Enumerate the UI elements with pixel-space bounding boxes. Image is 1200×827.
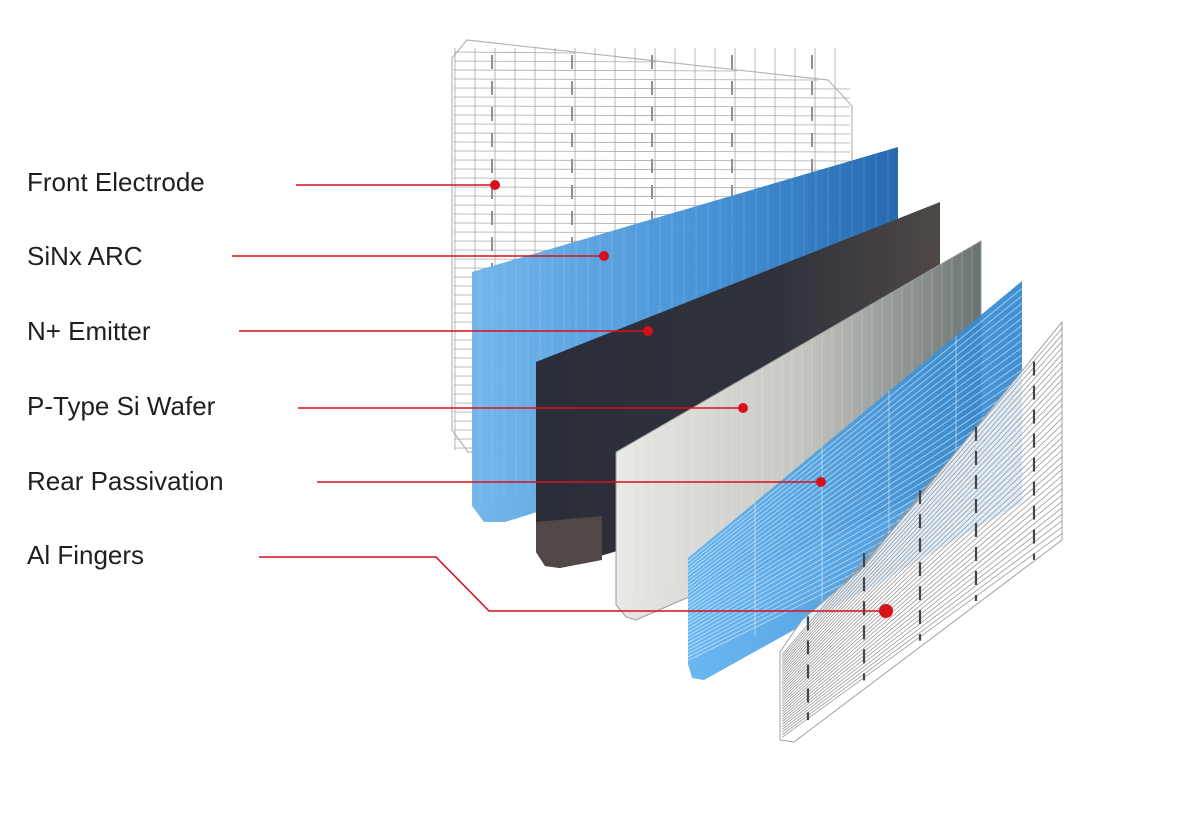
front-finger-line	[453, 150, 851, 153]
front-finger-line	[453, 105, 851, 108]
passivation-finger-line	[687, 399, 1023, 615]
al-finger-line	[781, 443, 1063, 702]
passivation-finger-line	[687, 288, 1023, 562]
leader-line-al-fingers	[259, 556, 886, 612]
al-finger-line	[781, 424, 1063, 694]
al-finger-line	[781, 334, 1063, 658]
passivation-finger-line	[687, 325, 1023, 580]
front-finger-line	[453, 69, 738, 72]
leader-dot-n-emitter	[643, 326, 653, 336]
p-wafer-sheet	[615, 240, 982, 621]
label-front-electrode: Front Electrode	[27, 167, 205, 197]
passivation-finger-line	[687, 362, 1023, 598]
al-finger-line	[781, 405, 1063, 686]
front-finger-line	[453, 96, 851, 99]
label-al-fingers: Al Fingers	[27, 540, 145, 570]
passivation-finger-line	[687, 332, 1023, 584]
label-p-type-si-wafer: P-Type Si Wafer	[27, 391, 216, 421]
al-fingers-busbars	[806, 361, 1036, 721]
leader-lines	[232, 184, 886, 612]
label-rear-passivation: Rear Passivation	[27, 466, 224, 496]
leader-dots	[490, 180, 893, 618]
al-finger-line	[781, 360, 1063, 668]
al-finger-line	[781, 398, 1063, 684]
passivation-finger-line	[687, 354, 1023, 594]
label-n-emitter: N+ Emitter	[27, 316, 151, 346]
al-finger-line	[781, 328, 1063, 655]
passivation-finger-line	[687, 302, 1023, 569]
al-finger-line	[781, 488, 1063, 720]
al-finger-line	[781, 430, 1063, 697]
al-finger-line	[781, 347, 1063, 663]
al-fingers-grid-lines	[781, 328, 1063, 738]
front-finger-line	[453, 177, 851, 180]
al-finger-line	[781, 449, 1063, 705]
leader-dot-rear-passivation	[816, 477, 826, 487]
al-finger-line	[781, 373, 1063, 673]
al-finger-line	[781, 533, 1063, 738]
al-finger-line	[781, 462, 1063, 710]
al-finger-line	[781, 520, 1063, 733]
al-finger-line	[781, 385, 1063, 679]
al-finger-line	[781, 469, 1063, 712]
passivation-finger-line	[687, 384, 1023, 608]
al-fingers-layer	[779, 320, 1063, 743]
al-finger-line	[781, 437, 1063, 699]
al-finger-line	[781, 501, 1063, 725]
front-finger-line	[453, 123, 851, 126]
passivation-finger-line	[687, 369, 1023, 601]
al-finger-line	[781, 379, 1063, 676]
al-finger-line	[781, 481, 1063, 718]
al-finger-line	[781, 475, 1063, 715]
al-finger-line	[781, 526, 1063, 736]
al-finger-line	[781, 411, 1063, 689]
leader-dot-p-wafer	[738, 403, 748, 413]
n-emitter-edge	[536, 516, 602, 568]
leader-dot-front-electrode	[490, 180, 500, 190]
passivation-finger-line	[687, 376, 1023, 605]
al-finger-line	[781, 392, 1063, 681]
al-finger-line	[781, 366, 1063, 671]
passivation-finger-line	[687, 317, 1023, 577]
al-finger-line	[781, 456, 1063, 707]
al-finger-line	[781, 507, 1063, 728]
passivation-finger-line	[687, 347, 1023, 591]
al-finger-line	[781, 340, 1063, 661]
rear-passivation-sheet	[688, 281, 1022, 680]
al-finger-line	[781, 417, 1063, 692]
passivation-finger-line	[687, 295, 1023, 566]
passivation-finger-line	[687, 391, 1023, 612]
leader-dot-sinx-arc	[599, 251, 609, 261]
al-finger-line	[781, 494, 1063, 723]
label-sinx-arc: SiNx ARC	[27, 241, 143, 271]
passivation-finger-line	[687, 339, 1023, 587]
passivation-finger-line	[687, 310, 1023, 573]
al-finger-line	[781, 353, 1063, 666]
leader-dot-al-fingers	[879, 604, 893, 618]
al-finger-line	[781, 514, 1063, 730]
